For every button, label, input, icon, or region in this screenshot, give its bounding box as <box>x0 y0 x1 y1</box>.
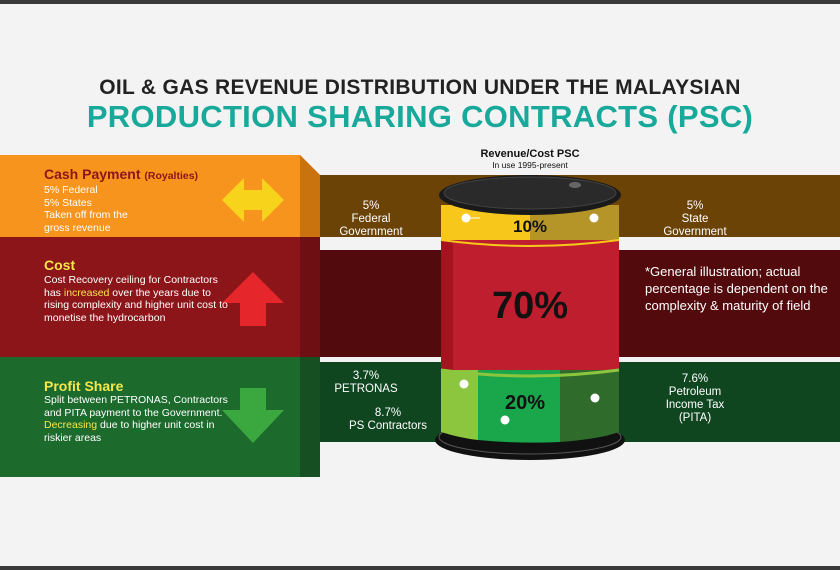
profit-text-pre: Split between PETRONAS, Contractors and … <box>44 394 228 419</box>
barrel-lid-cap <box>569 182 581 188</box>
barrel-subtitle: In use 1995-present <box>492 160 568 170</box>
federal-name-2: Government <box>339 226 403 238</box>
contractors-pct: 8.7% <box>374 407 402 419</box>
pita-dot <box>590 393 600 403</box>
cost-band-fold <box>300 237 320 357</box>
title-line-2: PRODUCTION SHARING CONTRACTS (PSC) <box>86 99 754 134</box>
profit-band-fold <box>300 357 320 477</box>
barrel-bottom-segment-petronas <box>441 370 478 440</box>
federal-name: Federal <box>351 213 391 225</box>
cash-title-suffix: (Royalties) <box>144 170 199 182</box>
petronas-dot <box>459 379 469 389</box>
state-name: State <box>681 213 709 225</box>
contractors-label: 8.7% PS Contractors <box>338 407 438 433</box>
pita-label: 7.6% Petroleum Income Tax (PITA) <box>645 373 745 425</box>
pita-name-1: Petroleum <box>668 386 722 398</box>
cost-text-post: over the years due to rising complexity … <box>44 286 228 324</box>
cash-line-1: 5% Federal <box>44 184 98 196</box>
barrel-top-pct: 10% <box>512 217 548 236</box>
barrel-hoop-top <box>440 239 620 247</box>
pita-name-3: (PITA) <box>678 412 712 424</box>
barrel-bottom-segment-contractors <box>478 370 560 443</box>
cost-text-pre: Cost Recovery ceiling for Contractors ha… <box>44 274 218 299</box>
barrel-mid-pct: 70% <box>491 285 569 327</box>
cash-line-4: gross revenue <box>44 221 111 234</box>
general-illustration-note: *General illustration; actual percentage… <box>645 264 828 313</box>
barrel-hoop-bottom <box>440 368 620 378</box>
cost-panel-text: Cost Recovery ceiling for Contractors ha… <box>44 274 234 324</box>
contractors-name: PS Contractors <box>349 420 427 432</box>
state-pct: 5% <box>686 200 704 212</box>
cash-line-3: Taken off from the <box>44 209 128 221</box>
cash-panel-text: 5% Federal 5% States Taken off from the … <box>44 184 128 234</box>
arrow-down-icon <box>222 388 284 443</box>
federal-label: 5% Federal Government <box>326 200 416 239</box>
federal-dot <box>461 213 471 223</box>
barrel-bottom-pct: 20% <box>504 392 546 414</box>
profit-text-post: due to higher unit cost in riskier areas <box>44 419 215 444</box>
barrel-middle-shade <box>441 230 453 370</box>
cash-band-fold <box>300 155 320 237</box>
state-label: 5% State Government <box>645 200 745 239</box>
arrow-up-icon <box>222 272 284 326</box>
title-line-1: OIL & GAS REVENUE DISTRIBUTION UNDER THE… <box>99 76 741 99</box>
cost-text-highlight: increased <box>63 286 110 299</box>
barrel-bottom-segment-pita <box>560 370 619 442</box>
petronas-pct: 3.7% <box>352 370 380 382</box>
double-arrow-horizontal-icon <box>222 178 284 222</box>
cost-panel-title: Cost <box>44 257 76 273</box>
state-dot <box>589 213 599 223</box>
bottom-frame-bar <box>0 566 840 570</box>
barrel-title: Revenue/Cost PSC <box>480 148 580 160</box>
cash-title-text: Cash Payment <box>44 166 141 182</box>
cash-panel-title: Cash Payment (Royalties) <box>44 166 198 182</box>
cash-line-2: 5% States <box>44 196 92 209</box>
state-name-2: Government <box>663 226 727 238</box>
pita-name-2: Income Tax <box>665 399 725 411</box>
contractors-dot <box>500 415 510 425</box>
profit-panel-title: Profit Share <box>44 378 124 394</box>
profit-text-highlight: Decreasing <box>44 419 98 431</box>
pita-pct: 7.6% <box>681 373 709 385</box>
profit-panel-text: Split between PETRONAS, Contractors and … <box>44 394 244 444</box>
petronas-label: 3.7% PETRONAS <box>326 370 406 396</box>
barrel-lid-rim <box>443 176 617 210</box>
barrel-middle-segment <box>441 230 619 370</box>
profit-band-left <box>0 357 320 477</box>
petronas-name: PETRONAS <box>334 383 398 395</box>
federal-pct: 5% <box>362 200 380 212</box>
top-frame-bar <box>0 0 840 4</box>
